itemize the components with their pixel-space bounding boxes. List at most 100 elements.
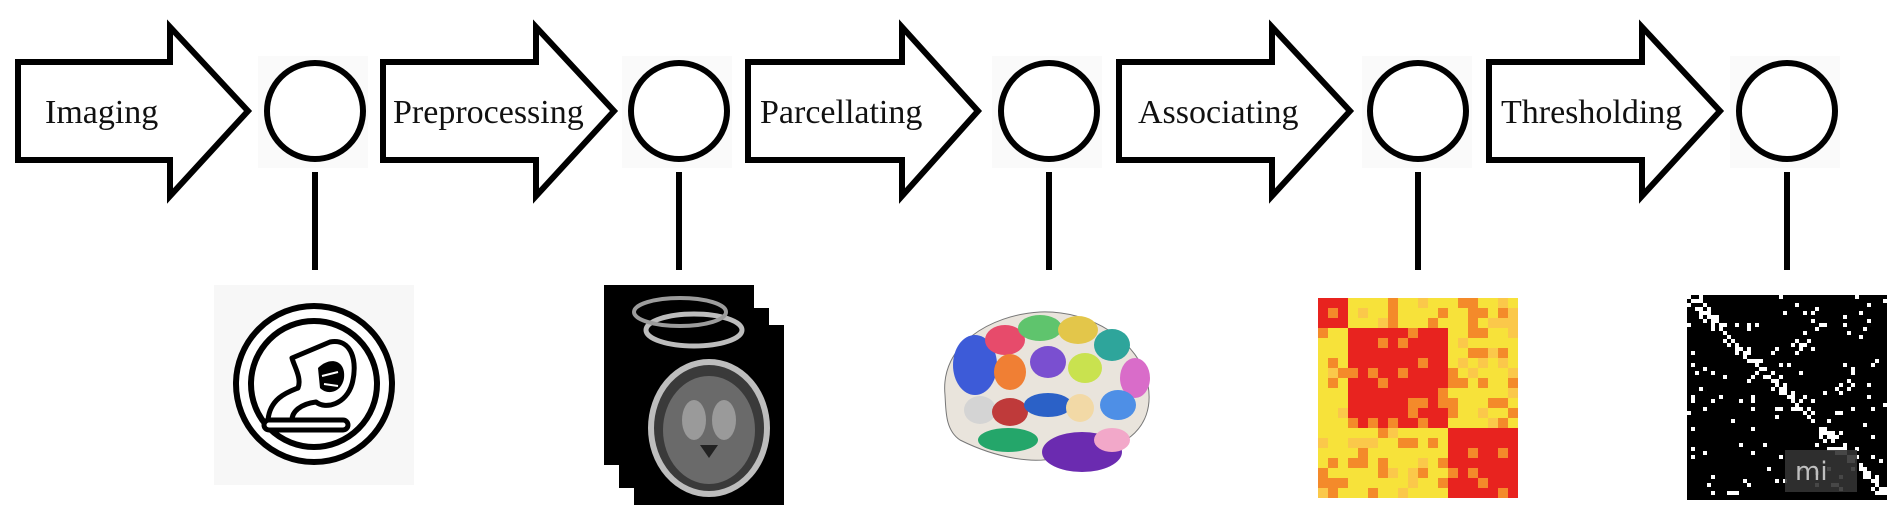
- heatmap-cell: [1498, 458, 1508, 468]
- heatmap-cell: [1428, 468, 1438, 478]
- heatmap-cell: [1428, 368, 1438, 378]
- binary-cell: [1867, 319, 1871, 323]
- heatmap-cell: [1338, 388, 1348, 398]
- heatmap-cell: [1398, 388, 1408, 398]
- heatmap-cell: [1438, 308, 1448, 318]
- heatmap-cell: [1448, 318, 1458, 328]
- heatmap-cell: [1358, 458, 1368, 468]
- heatmap-cell: [1358, 338, 1368, 348]
- heatmap-cell: [1498, 348, 1508, 358]
- binary-cell: [1743, 479, 1747, 483]
- heatmap-cell: [1318, 298, 1328, 308]
- heatmap-cell: [1498, 378, 1508, 388]
- binary-cell: [1859, 467, 1863, 471]
- heatmap-cell: [1328, 398, 1338, 408]
- binary-cell: [1751, 375, 1755, 379]
- label-associating: Associating: [1138, 94, 1299, 131]
- binary-cell: [1863, 471, 1867, 475]
- heatmap-cell: [1378, 378, 1388, 388]
- heatmap-cell: [1408, 408, 1418, 418]
- binary-cell: [1775, 415, 1779, 419]
- heatmap-cell: [1338, 448, 1348, 458]
- heatmap-cell: [1468, 328, 1478, 338]
- heatmap-cell: [1448, 428, 1458, 438]
- binary-cell: [1815, 327, 1819, 331]
- heatmap-cell: [1338, 298, 1348, 308]
- binary-cell: [1875, 483, 1879, 487]
- heatmap-cell: [1418, 378, 1428, 388]
- binary-cell: [1823, 391, 1827, 395]
- heatmap-cell: [1338, 368, 1348, 378]
- binary-cell: [1871, 435, 1875, 439]
- heatmap-cell: [1338, 358, 1348, 368]
- heatmap-cell: [1378, 348, 1388, 358]
- binary-cell: [1811, 319, 1815, 323]
- heatmap-cell: [1358, 328, 1368, 338]
- heatmap-cell: [1318, 458, 1328, 468]
- binary-cell: [1831, 439, 1835, 443]
- heatmap-cell: [1348, 388, 1358, 398]
- binary-cell: [1779, 363, 1783, 367]
- binary-cell: [1691, 399, 1695, 403]
- heatmap-cell: [1508, 398, 1518, 408]
- heatmap-cell: [1398, 478, 1408, 488]
- heatmap-cell: [1508, 418, 1518, 428]
- heatmap-cell: [1388, 368, 1398, 378]
- heatmap-cell: [1368, 388, 1378, 398]
- step-preprocessing: Preprocessing: [380, 19, 732, 270]
- binary-cell: [1723, 339, 1727, 343]
- binary-cell: [1711, 399, 1715, 403]
- heatmap-cell: [1328, 468, 1338, 478]
- heatmap-cell: [1328, 428, 1338, 438]
- binary-cell: [1811, 311, 1815, 315]
- binary-cell: [1795, 407, 1799, 411]
- binary-cell: [1879, 487, 1883, 491]
- heatmap-cell: [1468, 388, 1478, 398]
- heatmap-cell: [1318, 388, 1328, 398]
- heatmap-cell: [1468, 398, 1478, 408]
- heatmap-cell: [1408, 428, 1418, 438]
- heatmap-cell: [1488, 388, 1498, 398]
- binary-cell: [1715, 319, 1719, 323]
- heatmap-cell: [1338, 378, 1348, 388]
- heatmap-cell: [1458, 318, 1468, 328]
- heatmap-cell: [1378, 408, 1388, 418]
- heatmap-cell: [1388, 338, 1398, 348]
- binary-cell: [1847, 387, 1851, 391]
- heatmap-cell: [1408, 368, 1418, 378]
- heatmap-cell: [1328, 408, 1338, 418]
- heatmap-cell: [1398, 418, 1408, 428]
- binary-cell: [1707, 483, 1711, 487]
- binary-cell: [1871, 487, 1875, 491]
- heatmap-cell: [1468, 438, 1478, 448]
- binary-cell: [1751, 395, 1755, 399]
- heatmap-cell: [1448, 478, 1458, 488]
- heatmap-cell: [1398, 298, 1408, 308]
- binary-cell: [1843, 443, 1847, 447]
- heatmap-cell: [1358, 478, 1368, 488]
- binary-cell: [1695, 371, 1699, 375]
- heatmap-cell: [1348, 328, 1358, 338]
- heatmap-cell: [1388, 478, 1398, 488]
- binary-cell: [1783, 391, 1787, 395]
- heatmap-cell: [1508, 328, 1518, 338]
- heatmap-cell: [1358, 398, 1368, 408]
- heatmap-cell: [1448, 488, 1458, 498]
- heatmap-cell: [1428, 458, 1438, 468]
- heatmap-cell: [1498, 438, 1508, 448]
- heatmap-cell: [1338, 488, 1348, 498]
- binary-cell: [1823, 431, 1827, 435]
- heatmap-cell: [1508, 448, 1518, 458]
- heatmap-cell: [1388, 318, 1398, 328]
- heatmap-cell: [1448, 448, 1458, 458]
- binary-cell: [1827, 431, 1831, 435]
- binary-cell: [1751, 451, 1755, 455]
- binary-cell: [1687, 411, 1691, 415]
- heatmap-cell: [1398, 308, 1408, 318]
- mri-scanner-icon: [214, 285, 414, 485]
- heatmap-cell: [1418, 388, 1428, 398]
- heatmap-cell: [1428, 428, 1438, 438]
- heatmap-cell: [1438, 418, 1448, 428]
- heatmap-cell: [1368, 378, 1378, 388]
- heatmap-cell: [1398, 348, 1408, 358]
